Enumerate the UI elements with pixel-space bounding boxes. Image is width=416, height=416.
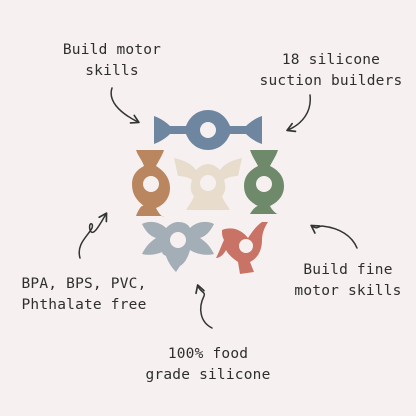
- callout-line: skills: [85, 63, 139, 79]
- grey-piece: [142, 221, 214, 272]
- rose-piece: [216, 222, 268, 274]
- callout-line: Build fine: [303, 262, 393, 278]
- curved-arrow-icon: [286, 94, 311, 133]
- curved-arrow-icon: [195, 284, 213, 329]
- callout-line: suction builders: [259, 73, 403, 89]
- curved-arrow-icon: [78, 212, 108, 259]
- terracotta-piece: [132, 150, 170, 217]
- callout-line: motor skills: [294, 283, 402, 299]
- callout-food-grade-silicone: 100% food grade silicone: [138, 344, 278, 386]
- callout-line: grade silicone: [145, 367, 271, 383]
- callout-bpa-free: BPA, BPS, PVC, Phthalate free: [4, 274, 164, 316]
- curved-arrow-icon: [310, 224, 358, 249]
- sage-piece: [244, 150, 284, 214]
- callout-line: Build motor: [62, 42, 162, 58]
- callout-silicone-builders: 18 silicone suction builders: [246, 50, 416, 92]
- callout-line: 100% food: [167, 346, 249, 362]
- curved-arrow-icon: [110, 87, 140, 124]
- cream-piece: [174, 158, 242, 210]
- callout-fine-motor-skills: Build fine motor skills: [288, 260, 408, 302]
- callout-build-motor-skills: Build motor skills: [52, 40, 172, 82]
- arrows: [78, 87, 358, 329]
- callout-line: 18 silicone: [281, 52, 381, 68]
- callout-line: Phthalate free: [21, 297, 147, 313]
- callout-line: BPA, BPS, PVC,: [21, 276, 147, 292]
- top-dumbbell-piece: [154, 110, 262, 150]
